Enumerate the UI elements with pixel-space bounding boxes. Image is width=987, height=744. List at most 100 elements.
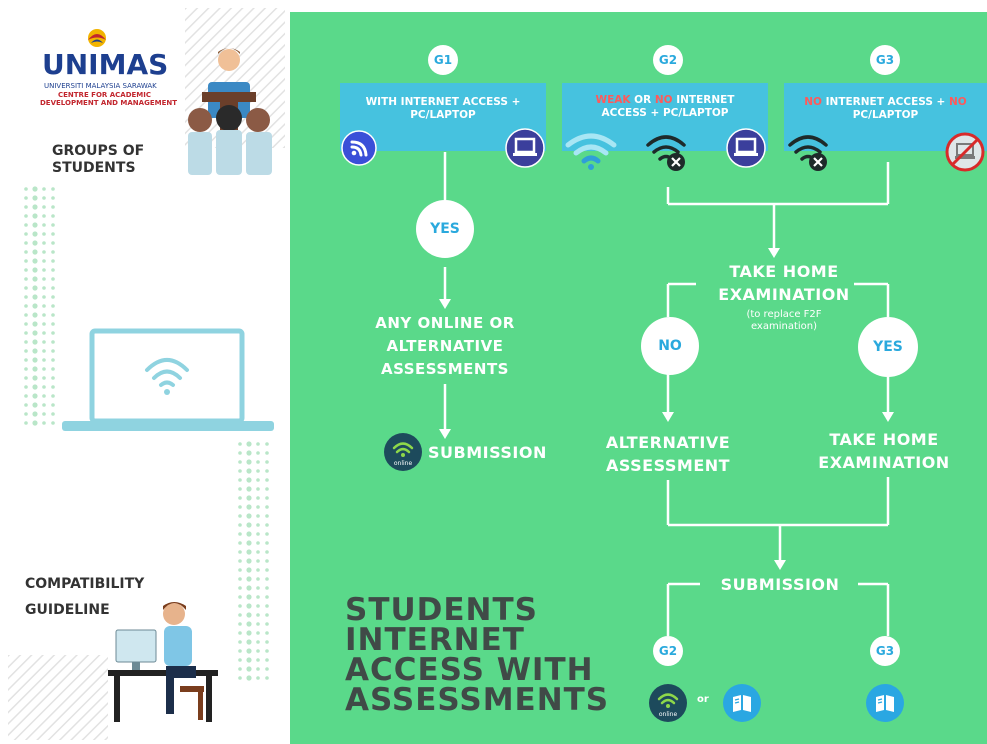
decorative-dot xyxy=(246,468,252,474)
groups-label-line2: STUDENTS xyxy=(52,160,136,176)
alternative-assessment-text: ALTERNATIVE ASSESSMENT xyxy=(585,431,751,477)
g2-no-text: NO xyxy=(654,94,673,106)
g2-box-line2: ACCESS + PC/LAPTOP xyxy=(601,107,729,119)
decorative-dot xyxy=(238,550,242,554)
decorative-dot xyxy=(32,204,38,210)
decorative-dot xyxy=(256,550,260,554)
decorative-dot xyxy=(42,331,46,335)
person-at-computer-illustration xyxy=(108,602,218,722)
decorative-dot xyxy=(256,658,260,662)
compat-label-line1: COMPATIBILITY xyxy=(25,576,145,592)
unimas-logo-text: UNIMAS xyxy=(42,48,169,81)
take-home-line2: EXAMINATION xyxy=(718,285,850,304)
decorative-dot xyxy=(238,523,242,527)
g2-badge: G2 xyxy=(653,45,683,75)
decorative-dot xyxy=(265,604,269,608)
g1-box: WITH INTERNET ACCESS + PC/LAPTOP xyxy=(340,83,546,151)
decorative-dot xyxy=(32,321,38,327)
decorative-dot xyxy=(265,559,269,563)
g2-box-text: INTERNET xyxy=(672,94,735,106)
g3-no-text: NO xyxy=(804,96,822,108)
decorative-dot xyxy=(24,331,28,335)
decorative-dot xyxy=(51,358,55,362)
decorative-dot xyxy=(51,376,55,380)
g3-badge: G3 xyxy=(870,45,900,75)
decorative-dot xyxy=(24,322,28,326)
decorative-dot xyxy=(246,585,252,591)
decorative-dot xyxy=(265,595,269,599)
decorative-dot xyxy=(238,649,242,653)
decorative-dot xyxy=(256,676,260,680)
decorative-dot xyxy=(32,267,38,273)
online-wifi-icon: online xyxy=(384,433,422,471)
laptop-icon xyxy=(505,128,545,168)
decorative-dot xyxy=(51,421,55,425)
decorative-dot xyxy=(24,214,28,218)
decorative-dot xyxy=(42,322,46,326)
decorative-dot xyxy=(42,196,46,200)
logo-subtitle: UNIVERSITI MALAYSIA SARAWAK xyxy=(44,82,157,90)
decorative-dot xyxy=(256,451,260,455)
decorative-dot xyxy=(42,412,46,416)
no-laptop-icon xyxy=(945,132,985,172)
decorative-dot xyxy=(42,367,46,371)
decorative-dot xyxy=(42,268,46,272)
no-wifi-icon-2 xyxy=(788,135,828,171)
g1-yes-circle: YES xyxy=(416,200,474,258)
lecturer-illustration xyxy=(188,48,272,175)
decorative-dot xyxy=(32,384,38,390)
alt-line2: ASSESSMENT xyxy=(605,456,731,475)
decorative-dot xyxy=(32,222,38,228)
or-text: or xyxy=(697,694,709,705)
decorative-dot xyxy=(51,295,55,299)
decorative-dot xyxy=(238,622,242,626)
decorative-dot xyxy=(32,348,38,354)
decorative-dot xyxy=(42,223,46,227)
decorative-dot xyxy=(51,349,55,353)
decorative-dot xyxy=(32,411,38,417)
decorative-dot xyxy=(42,421,46,425)
g1-box-text: INTERNET ACCESS + xyxy=(397,96,521,108)
decorative-dot xyxy=(24,367,28,371)
decorative-dot xyxy=(256,523,260,527)
decorative-dot xyxy=(256,460,260,464)
decorative-dot xyxy=(42,232,46,236)
decorative-dot xyxy=(32,258,38,264)
no-circle: NO xyxy=(641,317,699,375)
decorative-dot xyxy=(51,223,55,227)
decorative-dot xyxy=(256,478,260,482)
online-label-2: online xyxy=(659,711,678,718)
decorative-dot xyxy=(265,469,269,473)
decorative-dot xyxy=(32,285,38,291)
decorative-dot xyxy=(256,586,260,590)
submission-bottom-text: SUBMISSION xyxy=(720,575,840,594)
decorative-dot xyxy=(32,195,38,201)
weak-wifi-icon xyxy=(565,133,617,170)
decorative-dot xyxy=(24,376,28,380)
decorative-dot xyxy=(42,394,46,398)
submission-left-text: SUBMISSION xyxy=(428,443,547,462)
decorative-dot xyxy=(246,450,252,456)
decorative-dot xyxy=(32,375,38,381)
decorative-dot xyxy=(32,276,38,282)
decorative-dot xyxy=(246,639,252,645)
decorative-dot xyxy=(265,577,269,581)
decorative-dot xyxy=(246,630,252,636)
dot-pattern xyxy=(24,186,55,426)
decorative-dot xyxy=(246,594,252,600)
decorative-dot xyxy=(265,442,269,446)
main-title: STUDENTS INTERNET ACCESS WITH ASSESSMENT… xyxy=(345,595,609,716)
decorative-dot xyxy=(51,286,55,290)
decorative-dot xyxy=(42,187,46,191)
decorative-dot xyxy=(246,612,252,618)
g1-box-line2: PC/LAPTOP xyxy=(410,109,476,121)
decorative-dot xyxy=(265,568,269,572)
decorative-dot xyxy=(42,376,46,380)
decorative-dot xyxy=(238,586,242,590)
decorative-dot xyxy=(256,442,260,446)
decorative-dot xyxy=(238,676,242,680)
decorative-dot xyxy=(256,541,260,545)
decorative-dot xyxy=(246,522,252,528)
g3-bottom-badge: G3 xyxy=(870,636,900,666)
no-wifi-icon xyxy=(646,135,686,171)
